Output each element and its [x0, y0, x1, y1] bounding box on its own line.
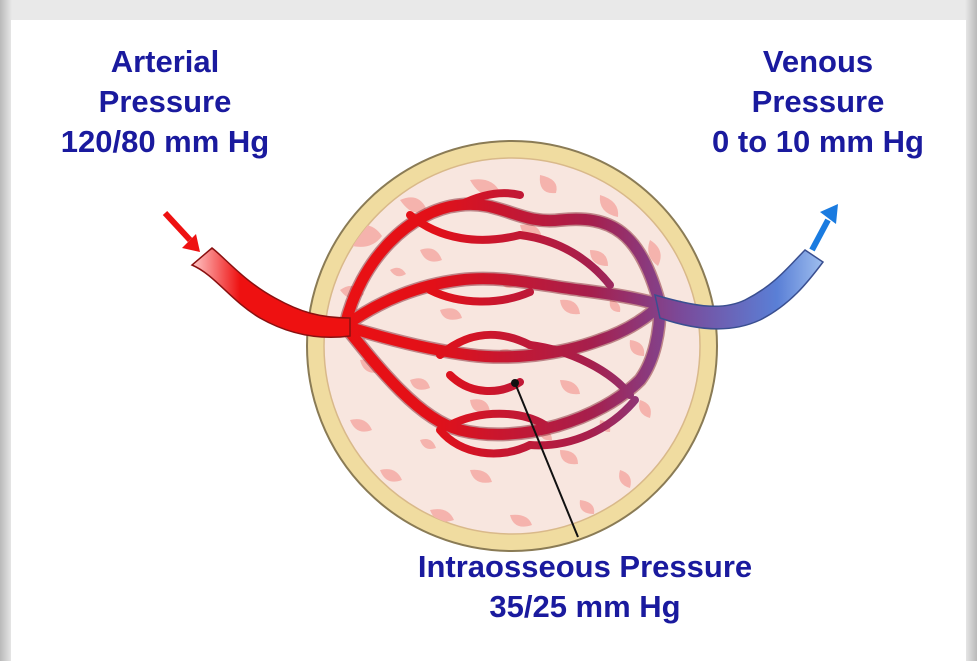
intraosseous-value: 35/25 mm Hg	[350, 587, 820, 627]
intraosseous-title: Intraosseous Pressure	[350, 547, 820, 587]
venous-outflow-arrow	[812, 204, 838, 250]
venous-value: 0 to 10 mm Hg	[668, 122, 968, 162]
venous-title-line2: Pressure	[668, 82, 968, 122]
venous-title-line1: Venous	[668, 42, 968, 82]
arterial-pressure-label: Arterial Pressure 120/80 mm Hg	[25, 42, 305, 162]
arterial-inflow-arrow	[165, 213, 200, 252]
venous-pressure-label: Venous Pressure 0 to 10 mm Hg	[668, 42, 968, 162]
arterial-title-line2: Pressure	[25, 82, 305, 122]
arterial-value: 120/80 mm Hg	[25, 122, 305, 162]
arterial-title-line1: Arterial	[25, 42, 305, 82]
intraosseous-pressure-label: Intraosseous Pressure 35/25 mm Hg	[350, 547, 820, 627]
